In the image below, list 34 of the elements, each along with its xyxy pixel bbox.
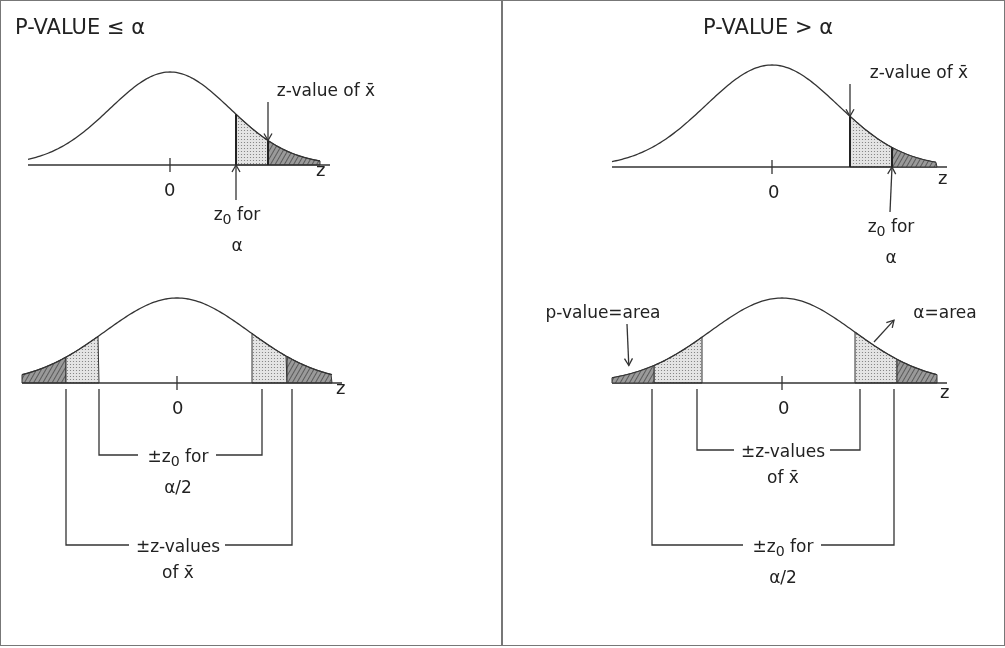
- boundary-line: [891, 146, 893, 168]
- annotation-text: z$_{0}$ for α: [210, 201, 264, 255]
- shaded-tail: [611, 365, 655, 384]
- axis-label: 0: [778, 398, 790, 418]
- boundary-line: [267, 139, 269, 166]
- arrow: [623, 323, 634, 367]
- heading: P-VALUE > α: [703, 15, 834, 39]
- axis-label: z: [938, 168, 948, 188]
- boundary-line: [849, 115, 851, 168]
- axis-label: 0: [768, 182, 780, 202]
- boundary-line: [235, 113, 237, 166]
- arrow: [887, 166, 897, 213]
- axis-label: z: [336, 378, 346, 398]
- axis-label: z: [940, 382, 950, 402]
- annotation-text: z-value of x̄: [241, 77, 411, 103]
- arrow: [231, 164, 241, 201]
- annotation-text: ±z$_{0}$ for α/2: [143, 443, 213, 497]
- panel: [0, 0, 502, 646]
- heading: P-VALUE ≤ α: [15, 15, 146, 39]
- shaded-tail: [891, 146, 938, 168]
- arrow: [263, 101, 273, 142]
- annotation-text: z$_{0}$ for α: [864, 213, 918, 267]
- arrow: [873, 319, 895, 343]
- annotation-text: ±z$_{0}$ for α/2: [748, 533, 818, 587]
- axis-label: z: [316, 160, 326, 180]
- annotation-text: p-value=area: [533, 299, 673, 325]
- annotation-text: z-value of x̄: [839, 59, 999, 85]
- axis-label: 0: [164, 180, 176, 200]
- annotation-text: α=area: [895, 299, 995, 325]
- arrow: [845, 83, 855, 117]
- annotation-text: ±z-values of x̄: [134, 533, 222, 587]
- panel: [502, 0, 1005, 646]
- annotation-text: ±z-values of x̄: [739, 438, 827, 492]
- axis-label: 0: [172, 398, 184, 418]
